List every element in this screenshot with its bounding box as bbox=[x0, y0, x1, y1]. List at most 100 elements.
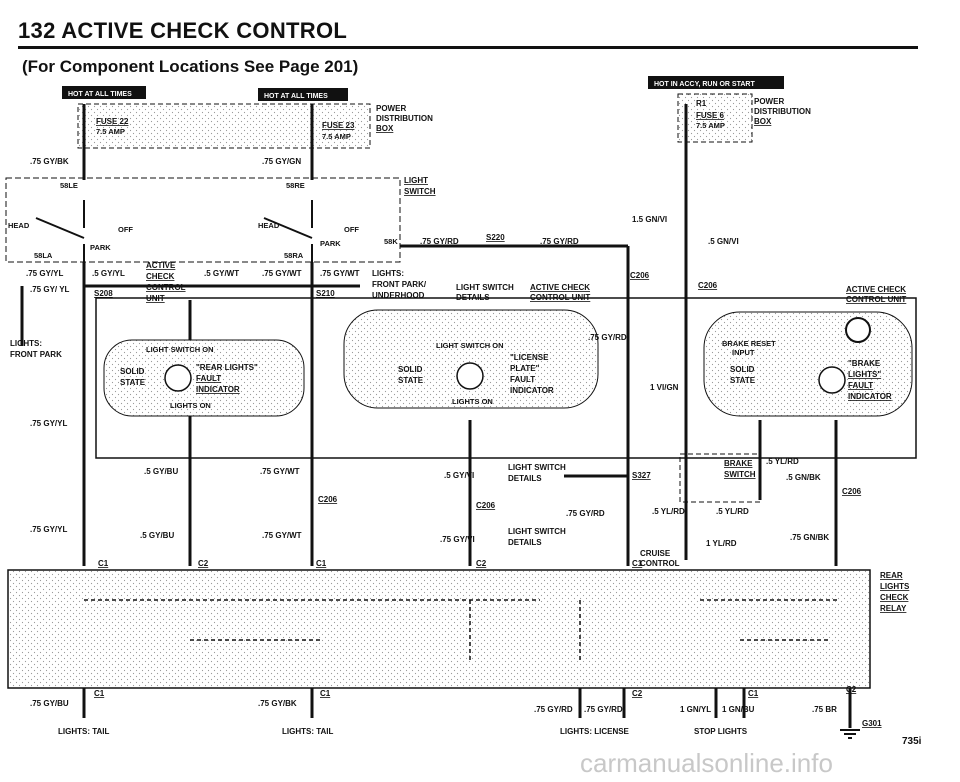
connector-c1-a: C1 bbox=[98, 559, 109, 568]
connector-c206-brake: C206 bbox=[842, 487, 862, 496]
page-title: 132 ACTIVE CHECK CONTROL bbox=[18, 18, 348, 43]
off-left: OFF bbox=[118, 225, 133, 234]
park-left: PARK bbox=[90, 243, 111, 252]
brake-panel-msg-3: FAULT bbox=[848, 381, 873, 390]
hot-badge-right-text: HOT IN ACCY, RUN OR START bbox=[654, 81, 755, 88]
rear-panel-msg-1: "REAR LIGHTS" bbox=[196, 363, 258, 372]
connector-c1-c: C1 bbox=[632, 559, 643, 568]
head-right: HEAD bbox=[258, 221, 280, 230]
splice-s210: S210 bbox=[316, 289, 335, 298]
wire-gy-vi: .75 GY/VI bbox=[440, 535, 475, 544]
ls-details-4: DETAILS bbox=[508, 474, 542, 483]
terminal-58re: 58RE bbox=[286, 181, 305, 190]
hot-badge-right bbox=[648, 76, 784, 89]
light-switch-box bbox=[5, 177, 401, 263]
license-panel-msg-2: PLATE" bbox=[510, 364, 540, 373]
wire-gn-bk: .5 GN/BK bbox=[786, 473, 821, 482]
brake-panel-header-2: INPUT bbox=[732, 348, 755, 357]
brake-panel-msg-1: "BRAKE bbox=[848, 359, 881, 368]
rear-indicator-bulb-icon bbox=[164, 364, 192, 392]
wire-gy-bu-lower: .5 GY/BU bbox=[140, 531, 174, 540]
fuse-23-amp: 7.5 AMP bbox=[322, 132, 351, 141]
wire-yl-rd-left: .5 YL/RD bbox=[652, 507, 685, 516]
pdb-left-line3: BOX bbox=[376, 124, 394, 133]
wire-br: .75 BR bbox=[812, 705, 837, 714]
r1-label: R1 bbox=[696, 99, 707, 108]
pdb-left-line1: POWER bbox=[376, 104, 406, 113]
ls-details-1: LIGHT SWITCH bbox=[456, 283, 514, 292]
connector-c2-bottom: C2 bbox=[632, 689, 643, 698]
license-panel-solid: SOLID bbox=[398, 365, 423, 374]
rear-lights-panel bbox=[103, 339, 305, 417]
bottom-wires bbox=[82, 688, 852, 728]
connector-c1-bottom-c: C1 bbox=[748, 689, 759, 698]
wire-gy-rd-lower: .75 GY/RD bbox=[566, 509, 605, 518]
connector-c206-mid: C206 bbox=[318, 495, 338, 504]
acc-unit-left-2: CHECK bbox=[146, 272, 175, 281]
acc-unit-mid-1: ACTIVE CHECK bbox=[530, 283, 590, 292]
relay-label-2: LIGHTS bbox=[880, 582, 910, 591]
rear-lights-check-relay bbox=[7, 569, 871, 689]
relay-label-4: RELAY bbox=[880, 604, 907, 613]
park-right: PARK bbox=[320, 239, 341, 248]
wire-gn-vi-15: 1.5 GN/VI bbox=[632, 215, 667, 224]
label-lights-tail-left: LIGHTS: TAIL bbox=[58, 727, 110, 736]
connector-c2-a: C2 bbox=[198, 559, 209, 568]
ls-details-5: LIGHT SWITCH bbox=[508, 527, 566, 536]
wire-gy-wt-mid: .75 GY/WT bbox=[260, 467, 300, 476]
fuse-22-label: FUSE 22 bbox=[96, 117, 129, 126]
rear-panel-msg-3: INDICATOR bbox=[196, 385, 240, 394]
power-distribution-box-right bbox=[677, 93, 753, 143]
fuse-23-label: FUSE 23 bbox=[322, 121, 355, 130]
wire-gn-yl: 1 GN/YL bbox=[680, 705, 711, 714]
brake-indicator-bulb-icon bbox=[818, 366, 846, 394]
relay-internal-wiring bbox=[84, 599, 840, 660]
wire-gy-rd-bottom-2: .75 GY/RD bbox=[584, 705, 623, 714]
ground-g301: G301 bbox=[862, 719, 882, 728]
hot-badge-middle bbox=[258, 88, 348, 101]
power-distribution-box-left bbox=[77, 103, 371, 149]
switch-contacts bbox=[35, 200, 313, 262]
acc-unit-left-1: ACTIVE bbox=[146, 261, 176, 270]
label-lights-tail-right: LIGHTS: TAIL bbox=[282, 727, 334, 736]
wire-gy-rd-bottom: .75 GY/RD bbox=[534, 705, 573, 714]
connector-c1-bottom-b: C1 bbox=[320, 689, 331, 698]
lights-underhood-3: UNDERHOOD bbox=[372, 291, 425, 300]
splice-s220: S220 bbox=[486, 233, 505, 242]
fuse-feed-wires bbox=[82, 104, 688, 560]
acc-unit-right-2: CONTROL UNIT bbox=[846, 295, 906, 304]
connector-c206-lower: C206 bbox=[476, 501, 496, 510]
light-switch-label-2: SWITCH bbox=[404, 187, 436, 196]
wire-5-gy-wt: .5 GY/WT bbox=[204, 269, 239, 278]
wire-gy-yl-s208: .75 GY/YL bbox=[26, 269, 63, 278]
terminal-58la: 58LA bbox=[34, 251, 53, 260]
rear-panel-header: LIGHT SWITCH ON bbox=[146, 345, 214, 354]
license-panel-footer: LIGHTS ON bbox=[452, 397, 493, 406]
off-right: OFF bbox=[344, 225, 359, 234]
relay-label-1: REAR bbox=[880, 571, 903, 580]
terminal-58k: 58K bbox=[384, 237, 398, 246]
brake-switch-label-2: SWITCH bbox=[724, 470, 756, 479]
brake-warning-icon bbox=[845, 317, 871, 343]
license-panel-state: STATE bbox=[398, 376, 424, 385]
pdb-right-line1: POWER bbox=[754, 97, 784, 106]
figure-number: 735i bbox=[902, 736, 922, 747]
lights-underhood-2: FRONT PARK/ bbox=[372, 280, 427, 289]
lights-front-park-2: FRONT PARK bbox=[10, 350, 62, 359]
fuse-22-amp: 7.5 AMP bbox=[96, 127, 125, 136]
rear-panel-solid: SOLID bbox=[120, 367, 145, 376]
brake-panel-msg-4: INDICATOR bbox=[848, 392, 892, 401]
connector-c206-top: C206 bbox=[630, 271, 650, 280]
pdb-right-line3: BOX bbox=[754, 117, 772, 126]
hot-badge-left bbox=[62, 86, 146, 99]
splice-s327: S327 bbox=[632, 471, 651, 480]
wire-gy-yl-left: .75 GY/YL bbox=[30, 419, 67, 428]
hot-badge-middle-text: HOT AT ALL TIMES bbox=[264, 93, 328, 100]
wire-yl-rd-right: .5 YL/RD bbox=[716, 507, 749, 516]
hot-badge-left-text: HOT AT ALL TIMES bbox=[68, 91, 132, 98]
wire-yl-rd: .5 YL/RD bbox=[766, 457, 799, 466]
connector-c206-right: C206 bbox=[698, 281, 718, 290]
brake-panel-msg-2: LIGHTS" bbox=[848, 370, 881, 379]
page-header: 132 ACTIVE CHECK CONTROL (For Component … bbox=[0, 0, 960, 90]
